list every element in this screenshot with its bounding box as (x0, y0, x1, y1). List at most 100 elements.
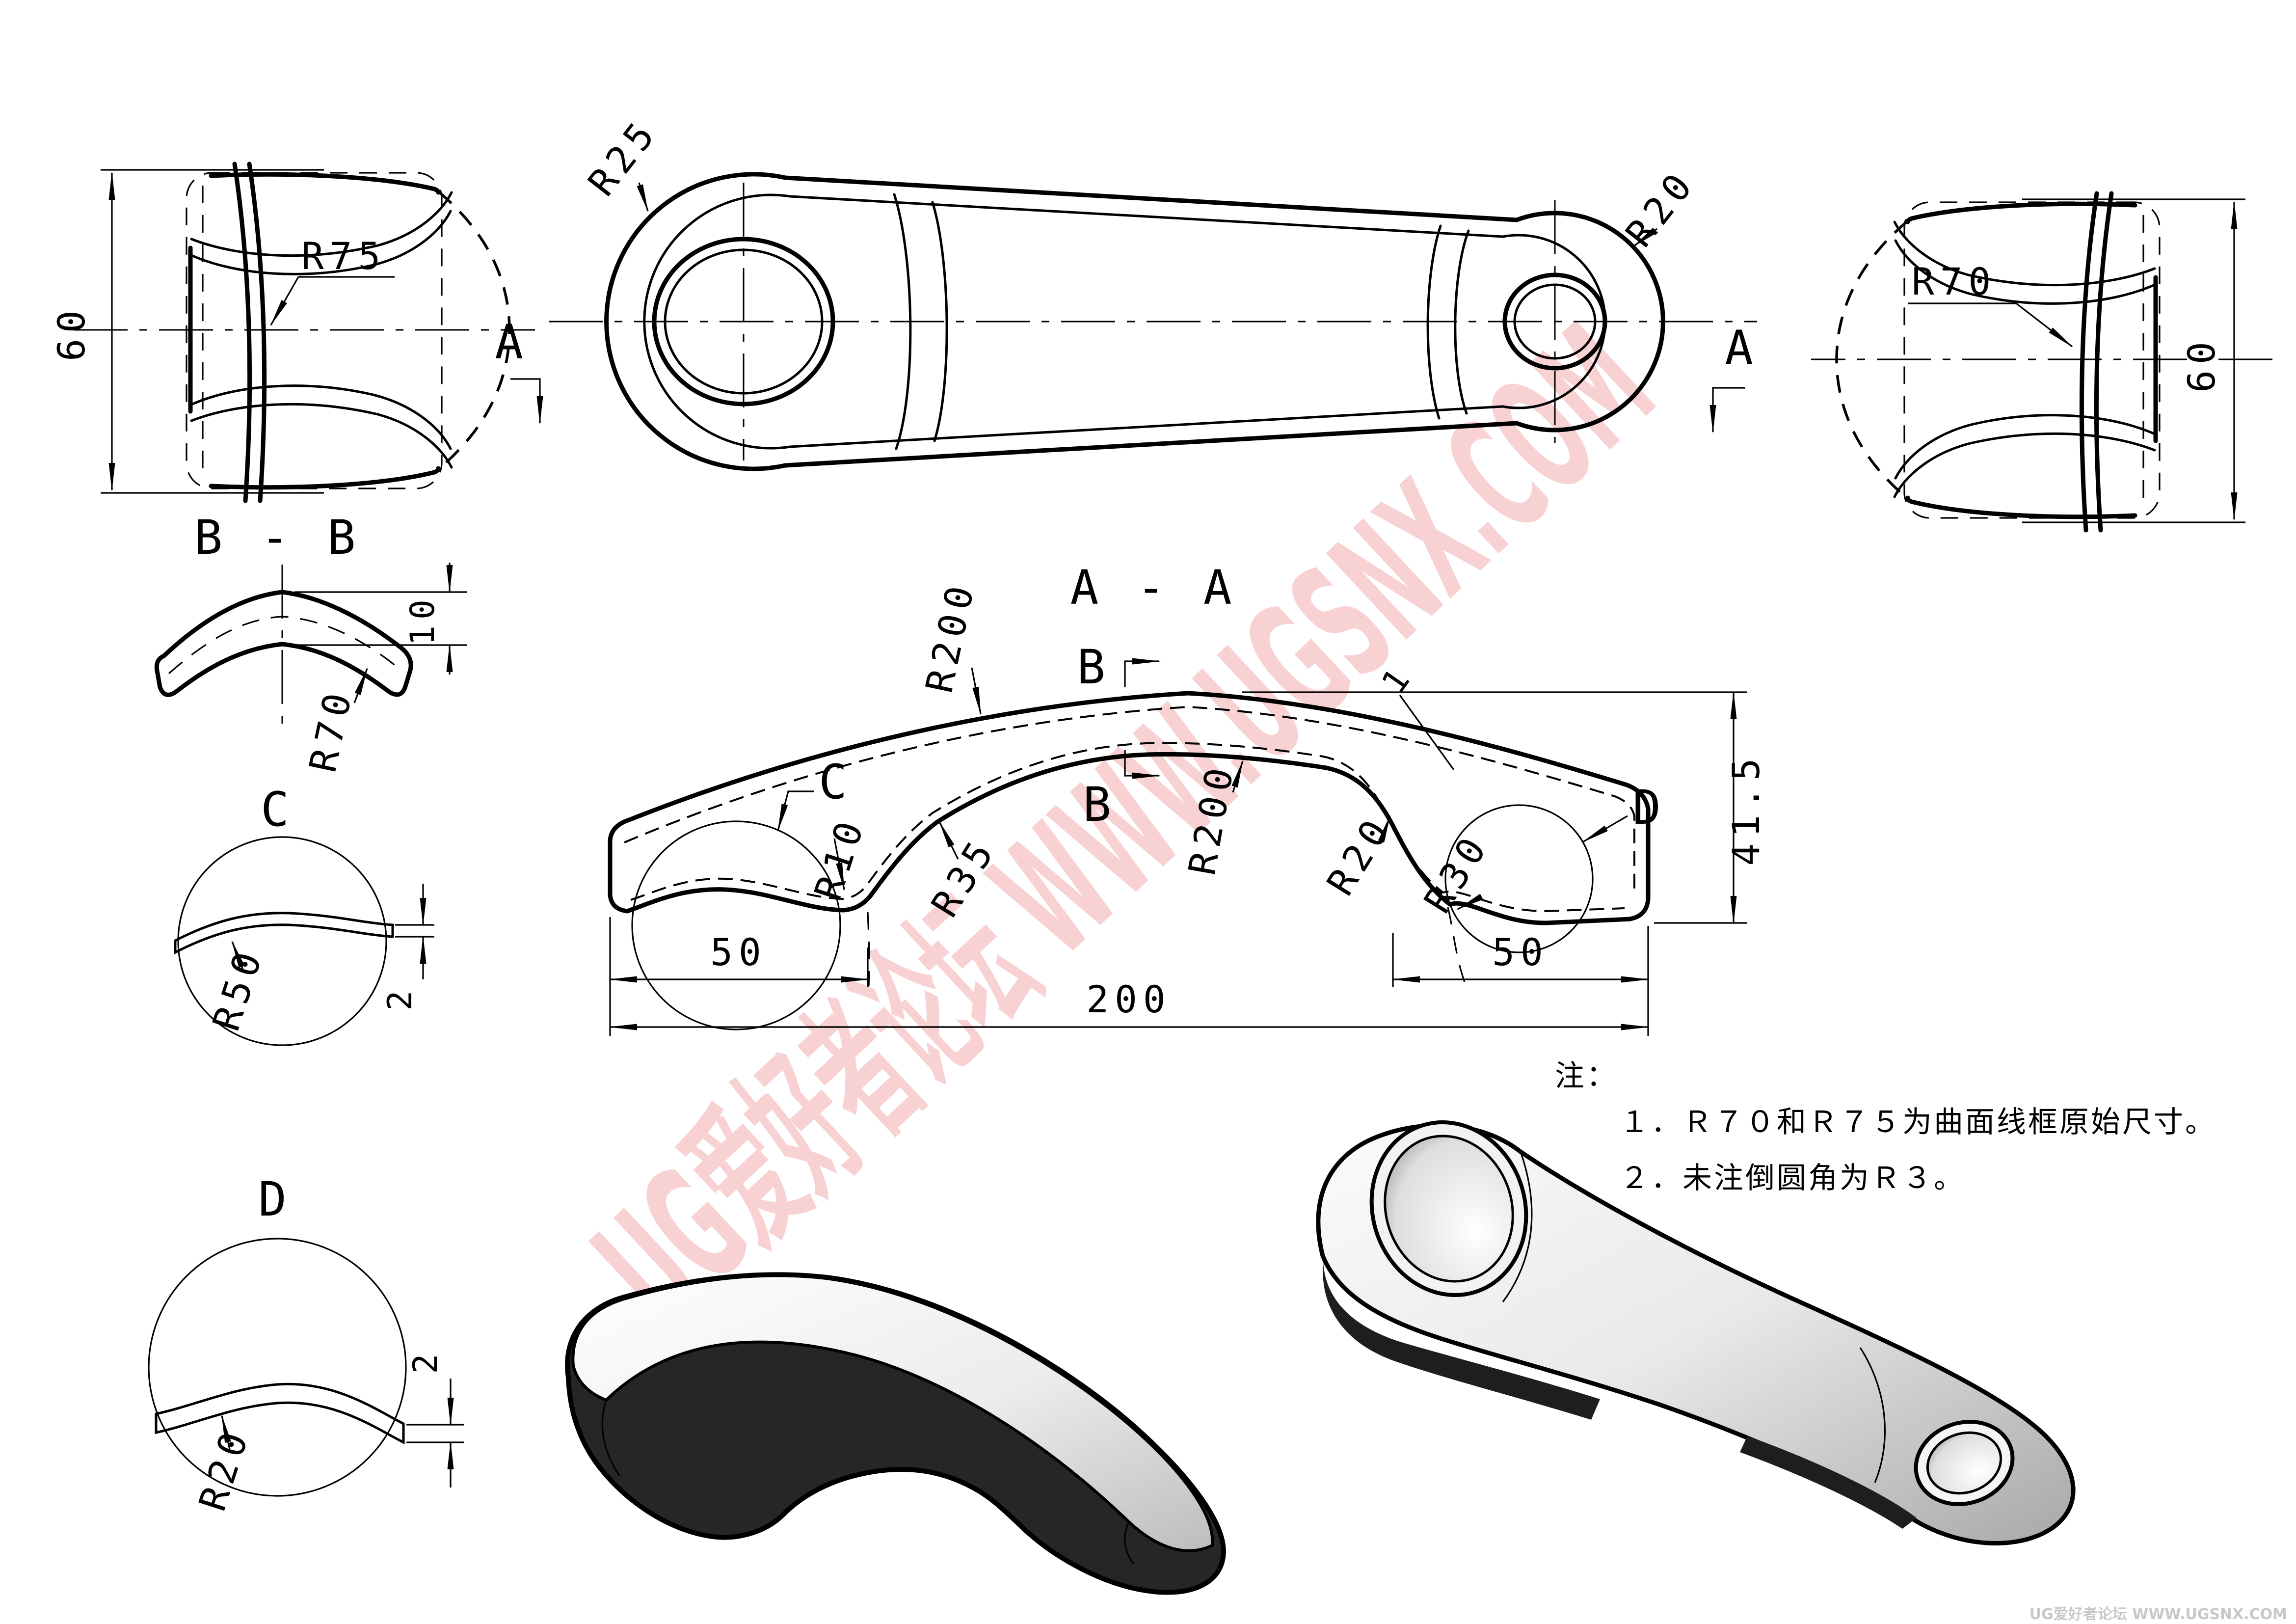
r25-leader (637, 182, 649, 213)
detail-c-strip (174, 912, 394, 955)
detail-d-gap-label: 2 (406, 1348, 445, 1374)
render-front-top-surface (571, 1274, 1214, 1552)
notes-header: 注： (1555, 1059, 1618, 1093)
detail-d-r20-leader (221, 1414, 231, 1450)
note-item-1: １．Ｒ７０和Ｒ７５为曲面线框原始尺寸。 (1620, 1105, 2216, 1139)
aa-r200-top-leader (971, 667, 982, 715)
notes-block: 注： １．Ｒ７０和Ｒ７５为曲面线框原始尺寸。 ２．未注倒圆角为Ｒ３。 (1555, 1059, 2216, 1195)
render-iso-underside-right (1740, 1436, 1917, 1529)
left-hole-outer (652, 237, 835, 406)
r25-label: R25 (580, 110, 667, 204)
aa-top-inner-dashed (624, 705, 1635, 894)
detail-d-circle (148, 1238, 407, 1497)
aa-c-callout-label: C (819, 755, 852, 810)
r75-leader (270, 276, 299, 326)
aa-d-callout-arrow (1581, 815, 1628, 843)
right-hole-outer (1502, 272, 1607, 371)
inner-bottom (789, 405, 1504, 448)
crease-left-1 (893, 193, 912, 450)
surface-arc-1 (232, 162, 252, 503)
inner-top (789, 195, 1504, 238)
outline-bottom (783, 421, 1519, 468)
detail-d-title: D (258, 1172, 292, 1227)
detail-d-view: D R20 2 (148, 1172, 464, 1516)
left-hole-inner (664, 248, 824, 395)
detail-c-title: C (261, 782, 294, 837)
section-bb-title: B - B (194, 510, 361, 565)
aa-r20-leader (1378, 814, 1391, 843)
watermark-corner: UG爱好者论坛 WWW.UGSNX.COM (2029, 1606, 2287, 1623)
aa-b-bottom-label: B (1083, 777, 1116, 832)
saddle-top-outer (190, 191, 453, 257)
aa-b-bottom-arrow (1124, 750, 1161, 779)
aa-50R-label: 50 (1492, 930, 1549, 974)
section-a-left-label: A (495, 315, 528, 370)
bottom-edge (209, 466, 441, 490)
render-front-crease-left (601, 1400, 620, 1476)
note-item-2: ２．未注倒圆角为Ｒ３。 (1620, 1161, 1965, 1195)
end-view-geometry (74, 162, 535, 503)
aa-top-outline (608, 691, 1651, 921)
r20-leader (1632, 227, 1657, 247)
render-iso-crease-left (1502, 1151, 1533, 1302)
large-hole-bore (1384, 1135, 1514, 1283)
aa-b-top-label: B (1077, 640, 1110, 695)
right-end-view: R70 60 (1908, 260, 2223, 393)
crease-right-2 (1426, 224, 1442, 420)
height-dim-label: 60 (50, 304, 93, 361)
section-a-right-label: A (1725, 321, 1758, 376)
left-end-view: 60 R75 (50, 234, 395, 361)
bb-slab-section (154, 590, 413, 697)
section-aa-title: A - A (1070, 560, 1237, 615)
aa-phantom-right (1447, 907, 1467, 985)
small-hole-bore (1926, 1431, 2002, 1495)
r70-leader (2016, 302, 2074, 348)
render-iso-crease-right (1859, 1347, 1886, 1483)
detail-c-circle (177, 836, 387, 1046)
section-aa-view: A - A B B R200 R200 R35 R10 R20 R30 C D (608, 560, 1768, 1036)
aa-bottom-inner-dashed (630, 742, 1625, 913)
bb-r70-label: R70 (301, 683, 361, 776)
right-hole-inner (1513, 283, 1597, 360)
aa-50L-label: 50 (710, 930, 767, 974)
render-iso-large-hole (1369, 1120, 1528, 1297)
saddle-top-inner (190, 210, 452, 275)
section-a-left-arrow (510, 378, 543, 425)
outline-left-cap (604, 172, 788, 471)
outline-top (783, 175, 1519, 222)
crease-right-1 (1454, 229, 1470, 415)
aa-c-callout-arrow (777, 790, 814, 832)
detail-c-r50-leader (231, 940, 245, 972)
saddle-bottom-outer (190, 403, 453, 469)
r75-label: R75 (301, 234, 386, 278)
aa-b-top-arrow (1124, 658, 1161, 687)
section-bb-view: B - B 10 R70 (154, 510, 467, 776)
aa-d-callout-label: D (1632, 780, 1666, 835)
saddle-bottom-inner (190, 384, 452, 450)
outline-right-cap (1514, 211, 1665, 433)
aa-200-label: 200 (1086, 977, 1171, 1021)
aa-r10-leader (833, 838, 845, 891)
render-3d-iso (1316, 1120, 2076, 1546)
aa-thickness-tick (1399, 695, 1455, 770)
aa-r30-leader (1456, 893, 1483, 910)
aa-detail-d-circle (1444, 804, 1594, 953)
inner-left-cap (643, 193, 792, 450)
bb-thickness-label: 10 (403, 594, 442, 646)
detail-c-gap-label: 2 (381, 985, 420, 1011)
aa-r200-bottom-leader (1231, 759, 1244, 793)
section-a-right-arrow (1709, 387, 1745, 433)
detail-d-strip (155, 1382, 405, 1445)
hidden-bulge-arc (437, 190, 511, 471)
render-3d-front (565, 1272, 1226, 1595)
aa-height-label: 41.5 (1724, 752, 1768, 866)
height-dim-label: 60 (2180, 336, 2223, 393)
detail-c-view: C R50 2 (174, 782, 434, 1046)
top-edge (209, 172, 441, 195)
detail-d-r20-label: R20 (190, 1422, 258, 1516)
render-iso-small-hole (1914, 1420, 2015, 1506)
aa-r35-leader (938, 820, 959, 860)
surface-arc-2 (247, 162, 267, 503)
